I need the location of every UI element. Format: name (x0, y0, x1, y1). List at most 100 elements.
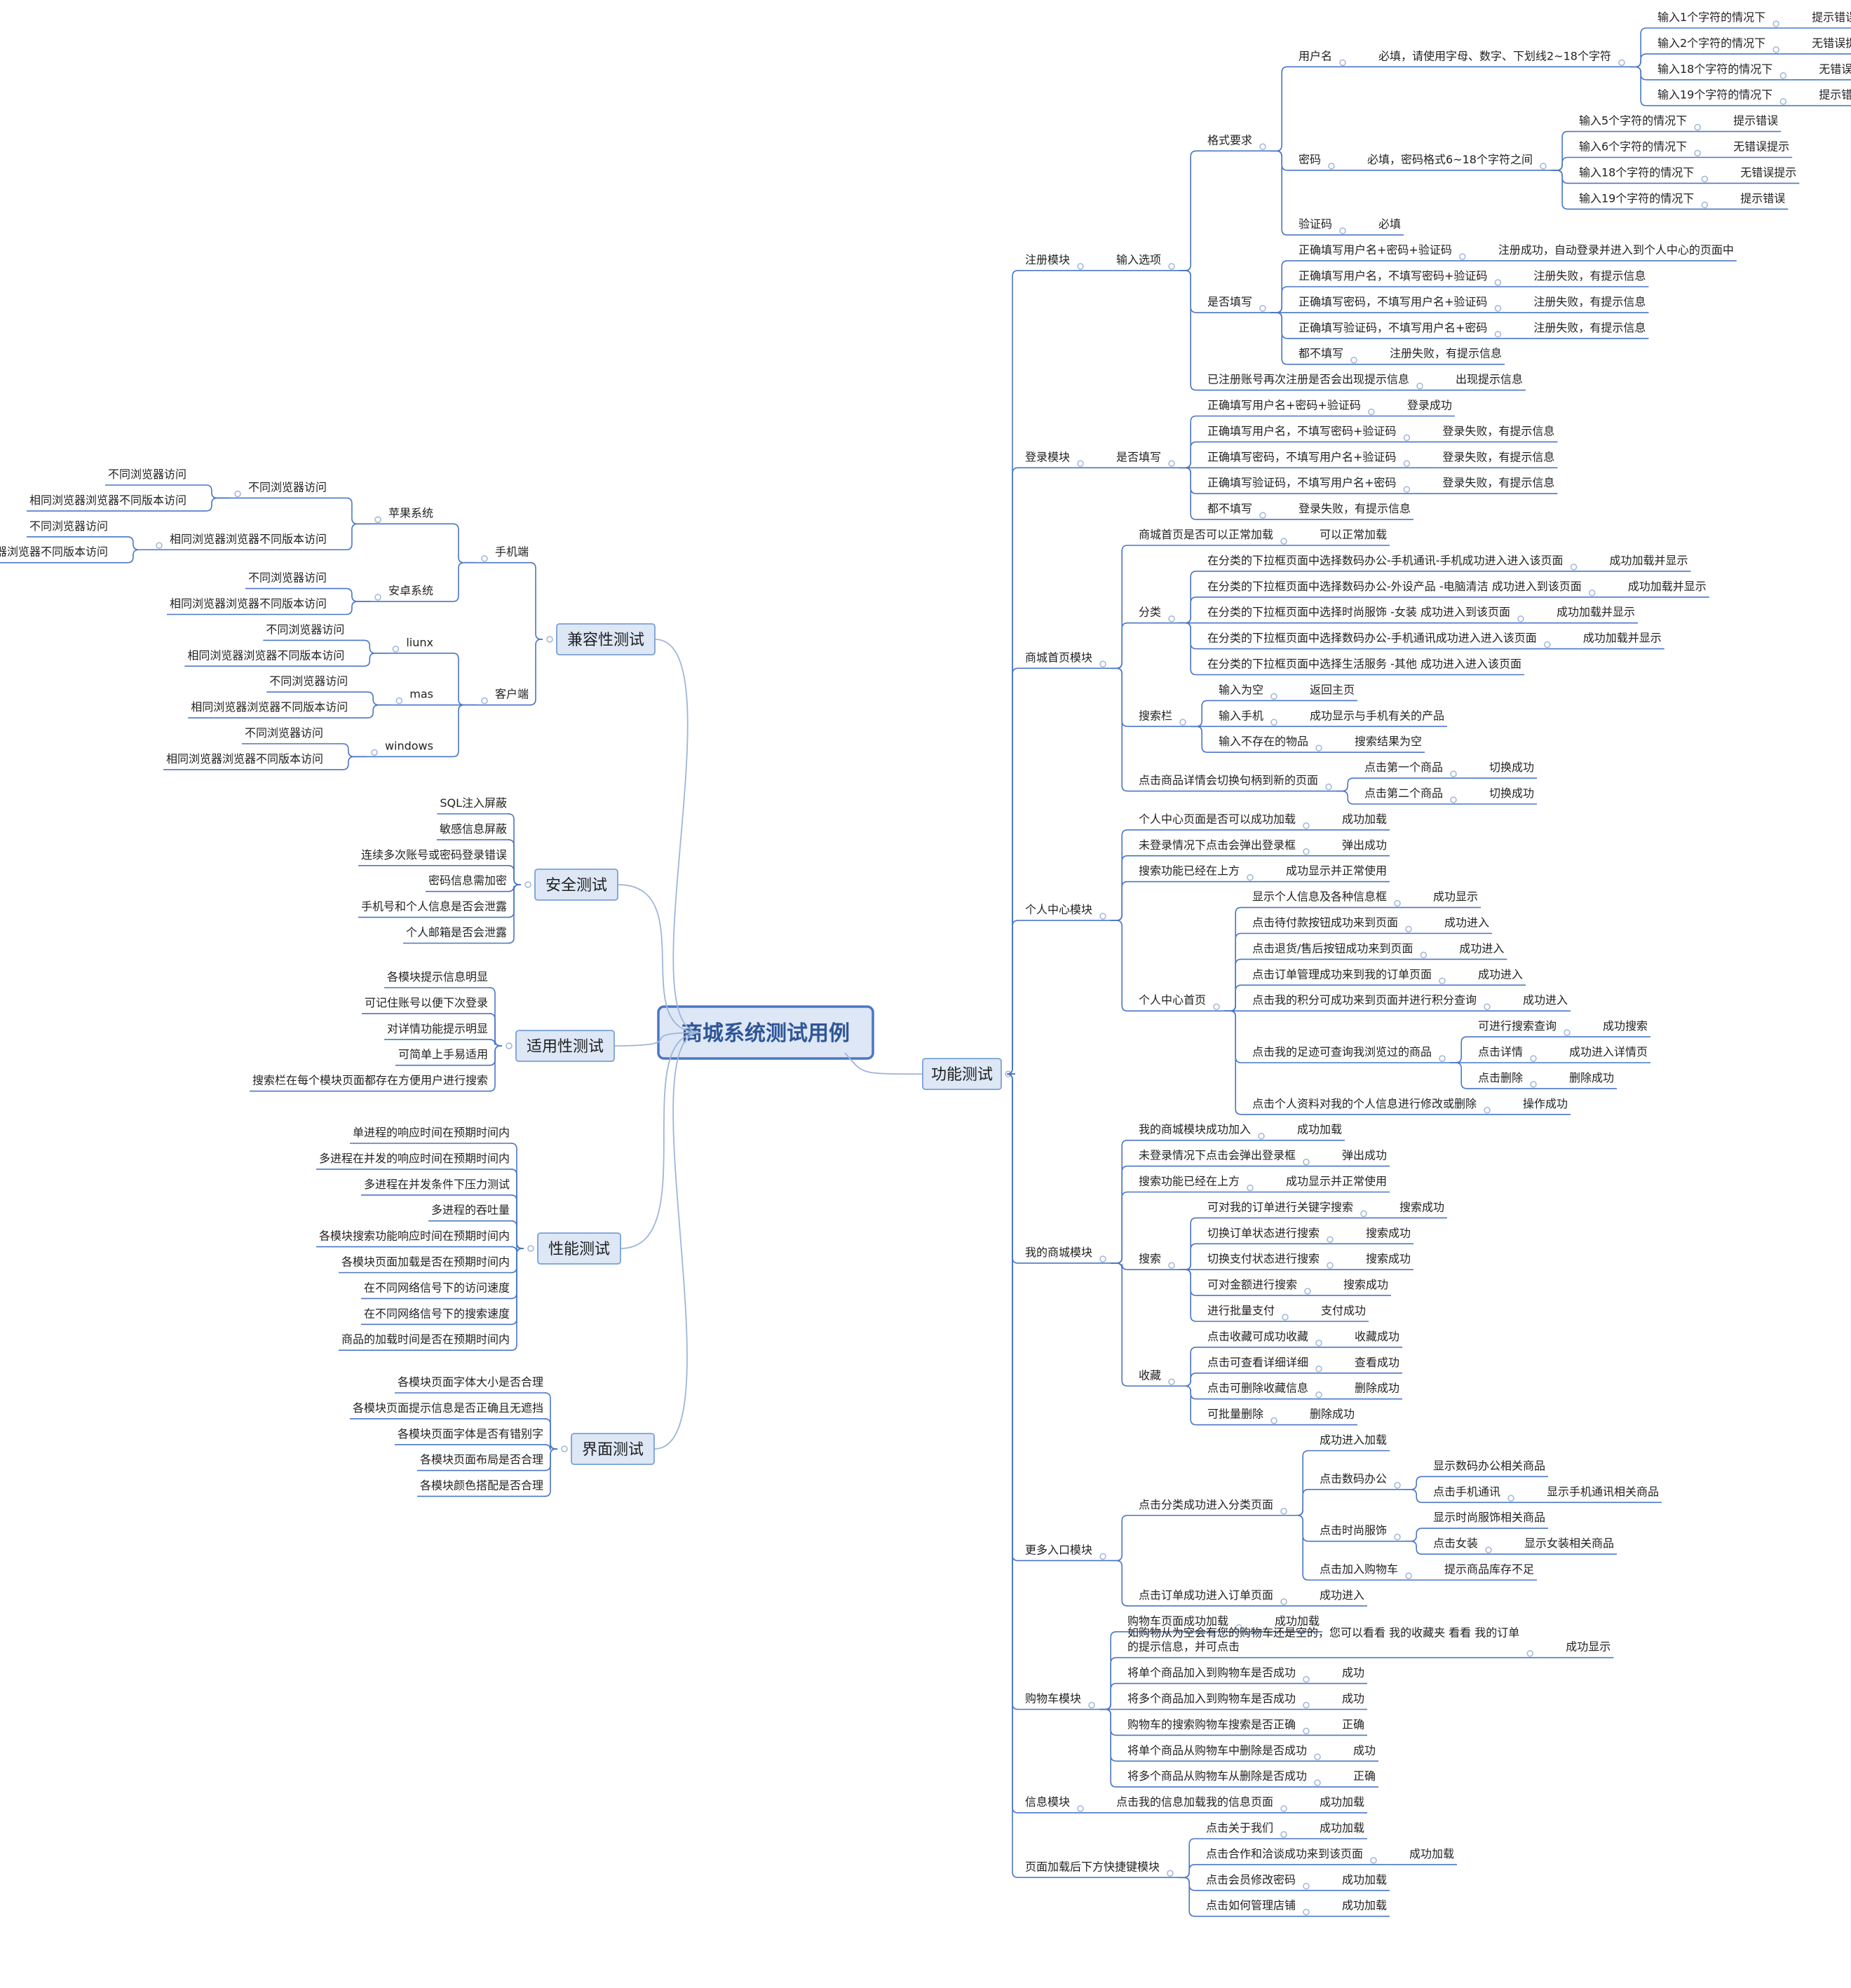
mindmap-node[interactable]: 删除成功 (1352, 1382, 1403, 1400)
collapse-dot[interactable] (1450, 796, 1457, 803)
mindmap-node[interactable]: 验证码 (1296, 217, 1351, 236)
mindmap-node[interactable]: 点击可查看详细详细 (1205, 1356, 1327, 1374)
mindmap-node[interactable]: liunx (388, 636, 436, 654)
collapse-dot[interactable] (1315, 744, 1322, 751)
subtopic-left[interactable]: 性能测试 (537, 1232, 621, 1265)
collapse-dot[interactable] (1280, 1598, 1287, 1605)
collapse-dot[interactable] (1247, 1184, 1254, 1192)
collapse-dot[interactable] (1484, 1107, 1491, 1114)
mindmap-node[interactable]: 成功加载并显示 (1553, 606, 1638, 624)
collapse-dot[interactable] (1179, 719, 1186, 726)
mindmap-node[interactable]: 在分类的下拉框页面中选择生活服务 -其他 成功进入进入该页面 (1205, 658, 1524, 676)
mindmap-node[interactable]: 搜索成功 (1341, 1278, 1392, 1296)
mindmap-node[interactable]: 删除成功 (1307, 1408, 1358, 1426)
mindmap-node[interactable]: 各模块页面字体大小是否合理 (394, 1375, 546, 1394)
mindmap-node[interactable]: 将多个商品从购物车从删除是否成功 (1125, 1769, 1326, 1788)
mindmap-node[interactable]: 点击详情 (1475, 1045, 1542, 1063)
mindmap-node[interactable]: 点击第一个商品 (1362, 761, 1462, 779)
mindmap-node[interactable]: 手机端 (476, 545, 531, 564)
collapse-dot[interactable] (1168, 263, 1175, 270)
collapse-dot[interactable] (1779, 72, 1787, 79)
collapse-dot[interactable] (1494, 279, 1502, 286)
mindmap-node[interactable]: 将多个商品加入到购物车是否成功 (1125, 1692, 1315, 1710)
collapse-dot[interactable] (1405, 1572, 1412, 1579)
mindmap-node[interactable]: windows (366, 739, 436, 758)
mindmap-node[interactable]: 点击加入购物车 (1317, 1563, 1417, 1581)
collapse-dot[interactable] (1303, 1675, 1310, 1683)
collapse-dot[interactable] (1314, 1753, 1321, 1761)
mindmap-node[interactable]: 显示个人信息及各种信息框 (1249, 890, 1406, 908)
collapse-dot[interactable] (481, 697, 488, 704)
mindmap-node[interactable]: 进行批量支付 (1205, 1304, 1294, 1322)
mindmap-node[interactable]: 商城首页是否可以正常加载 (1136, 528, 1292, 546)
collapse-dot[interactable] (1570, 564, 1578, 571)
mindmap-node[interactable]: 将单个商品从购物车中删除是否成功 (1125, 1743, 1326, 1762)
mindmap-node[interactable]: 无错误提示 (1809, 36, 1851, 55)
mindmap-node[interactable]: 成功加载 (1294, 1123, 1345, 1141)
mindmap-node[interactable]: 是否填写 (1205, 295, 1271, 313)
collapse-dot[interactable] (1328, 163, 1335, 170)
mindmap-node[interactable]: 连续多次账号或密码登录错误 (358, 848, 510, 866)
mindmap-node[interactable]: 点击关于我们 (1203, 1821, 1292, 1839)
mindmap-node[interactable]: mas (391, 688, 436, 706)
mindmap-node[interactable]: 苹果系统 (369, 506, 436, 525)
mindmap-node[interactable]: 商品的加载时间是否在预期时间内 (338, 1333, 513, 1351)
mindmap-node[interactable]: 页面加载后下方快捷键模块 (1022, 1860, 1179, 1879)
mindmap-node[interactable]: 登录失败，有提示信息 (1439, 424, 1558, 443)
mindmap-node[interactable]: 成功搜索 (1600, 1019, 1651, 1037)
mindmap-node[interactable]: 点击女装 (1430, 1537, 1497, 1555)
mindmap-node[interactable]: 注册模块 (1022, 253, 1089, 271)
mindmap-node[interactable]: 提示商品库存不足 (1442, 1563, 1538, 1581)
collapse-dot[interactable] (524, 881, 531, 888)
mindmap-node[interactable]: 收藏 (1136, 1368, 1180, 1387)
mindmap-node[interactable]: 购物车页面成功加载 (1125, 1614, 1247, 1633)
mindmap-node[interactable]: 我的商城模块 (1022, 1246, 1111, 1264)
collapse-dot[interactable] (1772, 46, 1779, 53)
collapse-dot[interactable] (1450, 770, 1457, 777)
collapse-dot[interactable] (1339, 59, 1346, 67)
mindmap-node[interactable]: 各模块页面提示信息是否正确且无遮挡 (349, 1401, 546, 1419)
mindmap-node[interactable]: 成功进入 (1456, 941, 1507, 960)
mindmap-node[interactable]: 输入1个字符的情况下 (1654, 11, 1784, 29)
mindmap-node[interactable]: 各模块页面字体是否有错别字 (394, 1427, 546, 1445)
collapse-dot[interactable] (1339, 227, 1346, 234)
mindmap-node[interactable]: 已注册账号再次注册是否会出现提示信息 (1205, 373, 1428, 391)
collapse-dot[interactable] (1099, 1553, 1106, 1560)
collapse-dot[interactable] (1168, 1262, 1175, 1269)
collapse-dot[interactable] (1416, 382, 1423, 390)
mindmap-node[interactable]: 注册失败，有提示信息 (1531, 269, 1649, 287)
mindmap-node[interactable]: 多进程在并发条件下压力测试 (360, 1178, 513, 1196)
collapse-dot[interactable] (1485, 1546, 1492, 1553)
collapse-dot[interactable] (1099, 913, 1106, 920)
mindmap-node[interactable]: 成功加载 (1317, 1821, 1368, 1839)
mindmap-node[interactable]: 点击可删除收藏信息 (1205, 1382, 1327, 1400)
mindmap-node[interactable]: 分类 (1136, 606, 1180, 624)
mindmap-node[interactable]: 我的商城模块成功加入 (1136, 1123, 1270, 1141)
mindmap-node[interactable]: 输入为空 (1216, 683, 1282, 702)
collapse-dot[interactable] (156, 542, 163, 549)
mindmap-node[interactable]: 搜索成功 (1363, 1252, 1414, 1270)
collapse-dot[interactable] (374, 516, 381, 524)
mindmap-node[interactable]: 成功进入 (1442, 916, 1493, 934)
mindmap-node[interactable]: 提示错误 (1730, 114, 1782, 132)
mindmap-node[interactable]: 相同浏览器浏览器不同版本访问 (188, 700, 351, 719)
mindmap-node[interactable]: 输入18个字符的情况下 (1575, 165, 1713, 184)
mindmap-node[interactable]: 正确填写用户名，不填写密码+验证码 (1205, 424, 1415, 443)
collapse-dot[interactable] (1099, 660, 1106, 668)
collapse-dot[interactable] (1077, 460, 1084, 468)
subtopic-left[interactable]: 兼容性测试 (556, 623, 656, 655)
mindmap-node[interactable]: 不同浏览器访问 (245, 571, 330, 590)
collapse-dot[interactable] (1303, 1883, 1310, 1890)
mindmap-node[interactable]: 正确填写用户名+密码+验证码 (1296, 243, 1470, 261)
mindmap-node[interactable]: 成功进入加载 (1317, 1434, 1390, 1452)
mindmap-node[interactable]: 对详情功能提示明显 (384, 1022, 491, 1040)
collapse-dot[interactable] (1701, 175, 1709, 183)
mindmap-node[interactable]: 未登录情况下点击会弹出登录框 (1136, 838, 1315, 857)
mindmap-node[interactable]: 搜索 (1136, 1252, 1180, 1270)
collapse-dot[interactable] (1564, 1029, 1571, 1036)
collapse-dot[interactable] (1280, 1508, 1287, 1515)
mindmap-node[interactable]: 是否填写 (1113, 450, 1180, 469)
collapse-dot[interactable] (1168, 1378, 1175, 1385)
root-topic[interactable]: 商城系统测试用例 (657, 1005, 874, 1060)
mindmap-node[interactable]: 用户名 (1296, 49, 1351, 68)
